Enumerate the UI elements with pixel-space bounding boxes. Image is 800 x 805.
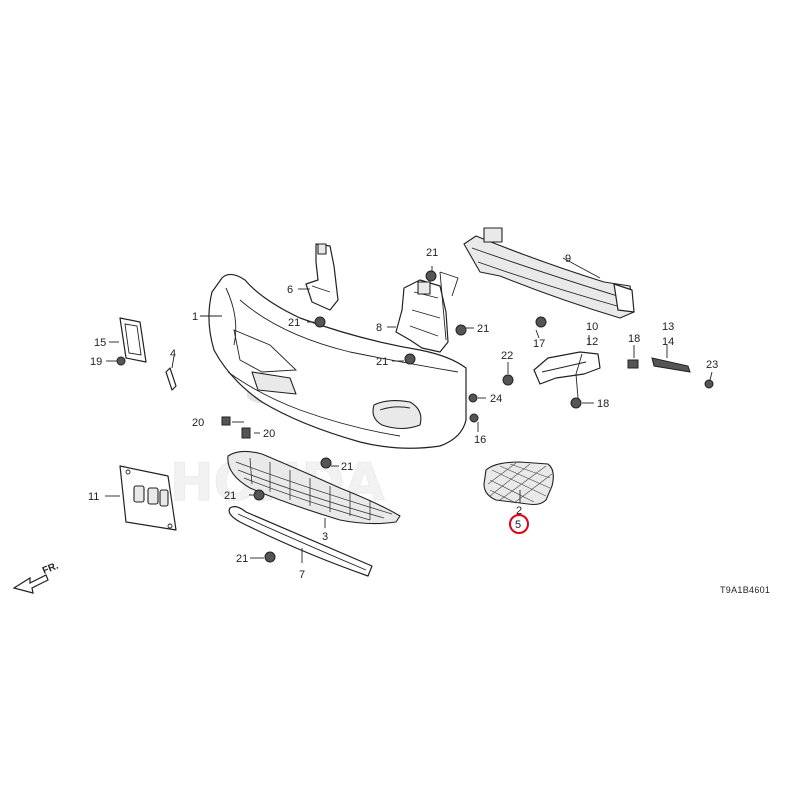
highlight-ring bbox=[509, 514, 529, 534]
callout-16: 16 bbox=[474, 434, 486, 446]
clip-20b bbox=[241, 427, 251, 439]
callout-21a: 21 bbox=[288, 317, 300, 329]
bolt-23 bbox=[704, 379, 714, 389]
callout-14: 14 bbox=[662, 336, 674, 348]
callout-3: 3 bbox=[322, 531, 328, 543]
callout-23: 23 bbox=[706, 359, 718, 371]
clip-21a bbox=[314, 316, 326, 328]
center-bracket-part-8 bbox=[395, 279, 449, 353]
callout-1: 1 bbox=[192, 311, 198, 323]
side-spacer bbox=[533, 351, 601, 385]
callout-21d: 21 bbox=[376, 356, 388, 368]
callout-6: 6 bbox=[287, 284, 293, 296]
callout-18-top: 18 bbox=[628, 333, 640, 345]
front-bumper-face bbox=[208, 273, 467, 449]
clip-21b bbox=[425, 270, 437, 282]
callout-21f: 21 bbox=[224, 490, 236, 502]
bracket-frame bbox=[119, 317, 147, 363]
callout-21c: 21 bbox=[477, 323, 489, 335]
callout-24: 24 bbox=[490, 393, 502, 405]
callout-20a: 20 bbox=[192, 417, 204, 429]
callout-20b: 20 bbox=[263, 428, 275, 440]
callout-19: 19 bbox=[90, 356, 102, 368]
clip-21f bbox=[253, 489, 265, 501]
callout-labels: 1 15 19 4 6 21 21 8 21 21 9 10 12 17 22 … bbox=[88, 247, 718, 581]
bolt-24 bbox=[468, 393, 478, 403]
leader-lines bbox=[105, 257, 713, 563]
callout-9: 9 bbox=[565, 253, 571, 265]
bolt-17 bbox=[535, 316, 547, 328]
callout-11: 11 bbox=[88, 491, 99, 503]
callout-17: 17 bbox=[533, 338, 545, 350]
clip-20a bbox=[221, 416, 231, 426]
side-bracket-part-6 bbox=[305, 243, 339, 311]
bolt-18 bbox=[570, 397, 582, 409]
callout-21b: 21 bbox=[426, 247, 438, 259]
lower-grille bbox=[227, 450, 401, 525]
callout-4: 4 bbox=[170, 348, 176, 360]
bumper-beam bbox=[463, 227, 635, 319]
clip-21g bbox=[264, 551, 276, 563]
callout-18: 18 bbox=[597, 398, 609, 410]
clip-21d bbox=[404, 353, 416, 365]
diagram-code: T9A1B4601 bbox=[720, 585, 770, 595]
callout-21g: 21 bbox=[236, 553, 248, 565]
callout-12: 12 bbox=[586, 336, 598, 348]
front-direction-indicator: FR. bbox=[12, 560, 60, 594]
clip-21e bbox=[320, 457, 332, 469]
front-arrow-icon bbox=[12, 574, 49, 594]
bolt-16 bbox=[469, 413, 479, 423]
callout-7: 7 bbox=[299, 569, 305, 581]
callout-13: 13 bbox=[662, 321, 674, 333]
clip-21c bbox=[455, 324, 467, 336]
callout-8: 8 bbox=[376, 322, 382, 334]
lower-spoiler bbox=[228, 506, 373, 577]
callout-22: 22 bbox=[501, 350, 513, 362]
small-strip-part-4 bbox=[165, 367, 177, 391]
front-label: FR. bbox=[41, 560, 60, 576]
callout-2: 2 bbox=[516, 505, 522, 517]
clip-strip bbox=[651, 357, 691, 373]
nut-18-top bbox=[627, 359, 639, 369]
license-plate-base bbox=[119, 465, 177, 531]
callout-21e: 21 bbox=[341, 461, 353, 473]
callout-10: 10 bbox=[586, 321, 598, 333]
fog-light-garnish bbox=[483, 461, 554, 506]
clip-19 bbox=[116, 356, 126, 366]
bolt-22 bbox=[502, 374, 514, 386]
callout-15: 15 bbox=[94, 337, 106, 349]
highlight-callout-5[interactable]: 5 bbox=[509, 514, 529, 534]
fasteners bbox=[116, 270, 714, 563]
callout-5: 5 bbox=[515, 519, 521, 531]
